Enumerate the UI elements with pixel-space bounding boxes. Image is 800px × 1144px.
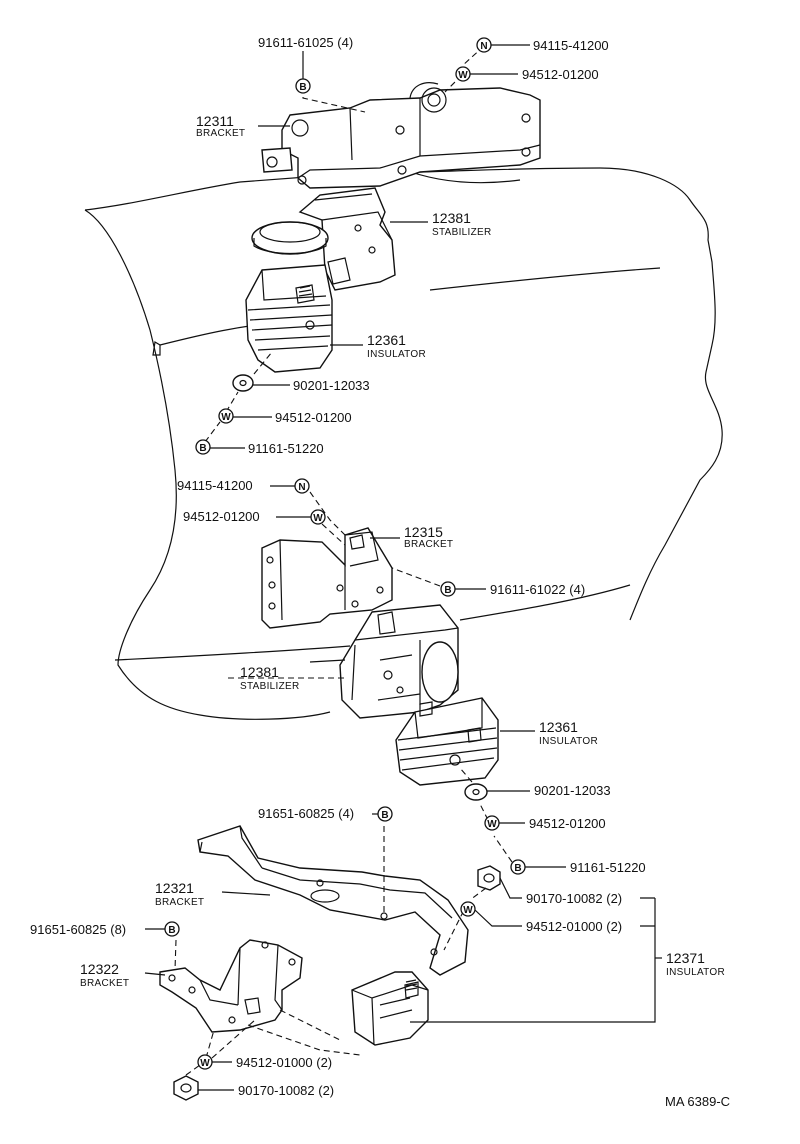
svg-text:B: B	[381, 810, 388, 821]
label-91161-51220-top: 91161-51220	[248, 441, 324, 456]
label-90170-10082-right: 90170-10082 (2)	[526, 891, 622, 906]
label-94512-01000-left: 94512-01000 (2)	[236, 1055, 332, 1070]
svg-text:B: B	[168, 925, 175, 936]
bottom-nut-90170-left	[173, 1075, 199, 1101]
label-94512-01200-top: 94512-01200	[522, 67, 599, 82]
bolt-symbol-middle-91611: B	[440, 581, 456, 597]
label-94115-41200-middle: 94115-41200	[177, 478, 253, 493]
svg-text:B: B	[444, 585, 451, 596]
bottom-insulator-12371	[351, 971, 429, 1046]
label-12315-bracket: BRACKET	[404, 539, 453, 550]
label-12321-bracket: BRACKET	[155, 897, 204, 908]
label-12321: 12321	[155, 880, 194, 896]
label-94512-01000-right: 94512-01000 (2)	[526, 919, 622, 934]
label-12381-top: 12381	[432, 210, 471, 226]
top-bracket-12311	[261, 82, 541, 189]
bolt-symbol-bottom-91651-8: B	[164, 921, 180, 937]
svg-text:B: B	[199, 443, 206, 454]
label-12381-stabilizer-middle: STABILIZER	[240, 681, 300, 692]
label-94512-01200-middle: 94512-01200	[183, 509, 260, 524]
svg-text:B: B	[299, 82, 306, 93]
washer-symbol-top-94512: W	[455, 66, 471, 82]
label-12322: 12322	[80, 961, 119, 977]
label-94512-01200-middle-b: 94512-01200	[529, 816, 606, 831]
middle-bracket-12315	[261, 527, 393, 629]
bottom-bracket-12322	[159, 939, 303, 1033]
label-90201-12033-top: 90201-12033	[293, 378, 370, 393]
top-plate-90201	[232, 374, 254, 392]
bottom-nut-90170-right	[477, 865, 501, 891]
label-90170-10082-left: 90170-10082 (2)	[238, 1083, 334, 1098]
svg-text:W: W	[458, 70, 468, 81]
svg-text:B: B	[514, 863, 521, 874]
svg-text:N: N	[480, 41, 487, 52]
svg-text:W: W	[313, 513, 323, 524]
label-90201-12033-middle: 90201-12033	[534, 783, 611, 798]
svg-text:W: W	[200, 1058, 210, 1069]
bolt-symbol-bottom-91651-4: B	[377, 806, 393, 822]
label-12361-middle: 12361	[539, 719, 578, 735]
nut-symbol-middle-94115: N	[294, 478, 310, 494]
label-12315: 12315	[404, 524, 443, 540]
label-91611-61025: 91611-61025 (4)	[258, 35, 353, 50]
label-12311-bracket: BRACKET	[196, 128, 245, 139]
middle-plate-90201	[464, 783, 488, 801]
washer-symbol-bottom-left: W	[197, 1054, 213, 1070]
bolt-symbol-top-91611: B	[295, 78, 311, 94]
label-12361-top: 12361	[367, 332, 406, 348]
middle-stabilizer-12381	[339, 604, 459, 719]
washer-symbol-middle-94512: W	[310, 509, 326, 525]
svg-text:W: W	[487, 819, 497, 830]
label-12381-middle: 12381	[240, 664, 279, 680]
svg-text:N: N	[298, 482, 305, 493]
leader-lines	[144, 44, 662, 1091]
label-91611-61022: 91611-61022 (4)	[490, 582, 585, 597]
bottom-bracket-12321	[197, 825, 469, 976]
svg-text:W: W	[221, 412, 231, 423]
washer-symbol-top-94512-b: W	[218, 408, 234, 424]
nut-symbol-top-94115: N	[476, 37, 492, 53]
label-12311: 12311	[196, 113, 234, 129]
top-insulator-12361	[245, 264, 333, 373]
svg-text:W: W	[463, 905, 473, 916]
label-91651-60825-4: 91651-60825 (4)	[258, 806, 354, 821]
label-12371-insulator: INSULATOR	[666, 967, 725, 978]
label-12361-insulator-top: INSULATOR	[367, 349, 426, 360]
label-12371: 12371	[666, 950, 705, 966]
label-91161-51220-middle: 91161-51220	[570, 860, 646, 875]
label-94512-01200-top-b: 94512-01200	[275, 410, 352, 425]
diagram-code: MA 6389-C	[665, 1094, 730, 1109]
washer-symbol-bottom-right: W	[460, 901, 476, 917]
label-12322-bracket: BRACKET	[80, 978, 129, 989]
bolt-symbol-middle-91161: B	[510, 859, 526, 875]
label-91651-60825-8: 91651-60825 (8)	[30, 922, 126, 937]
bolt-symbol-top-91161: B	[195, 439, 211, 455]
label-12361-insulator-middle: INSULATOR	[539, 736, 598, 747]
label-94115-41200-top: 94115-41200	[533, 38, 609, 53]
label-12381-stabilizer-top: STABILIZER	[432, 227, 492, 238]
top-stabilizer-12381	[251, 187, 396, 291]
washer-symbol-middle-94512-b: W	[484, 815, 500, 831]
middle-insulator-12361	[395, 697, 499, 786]
